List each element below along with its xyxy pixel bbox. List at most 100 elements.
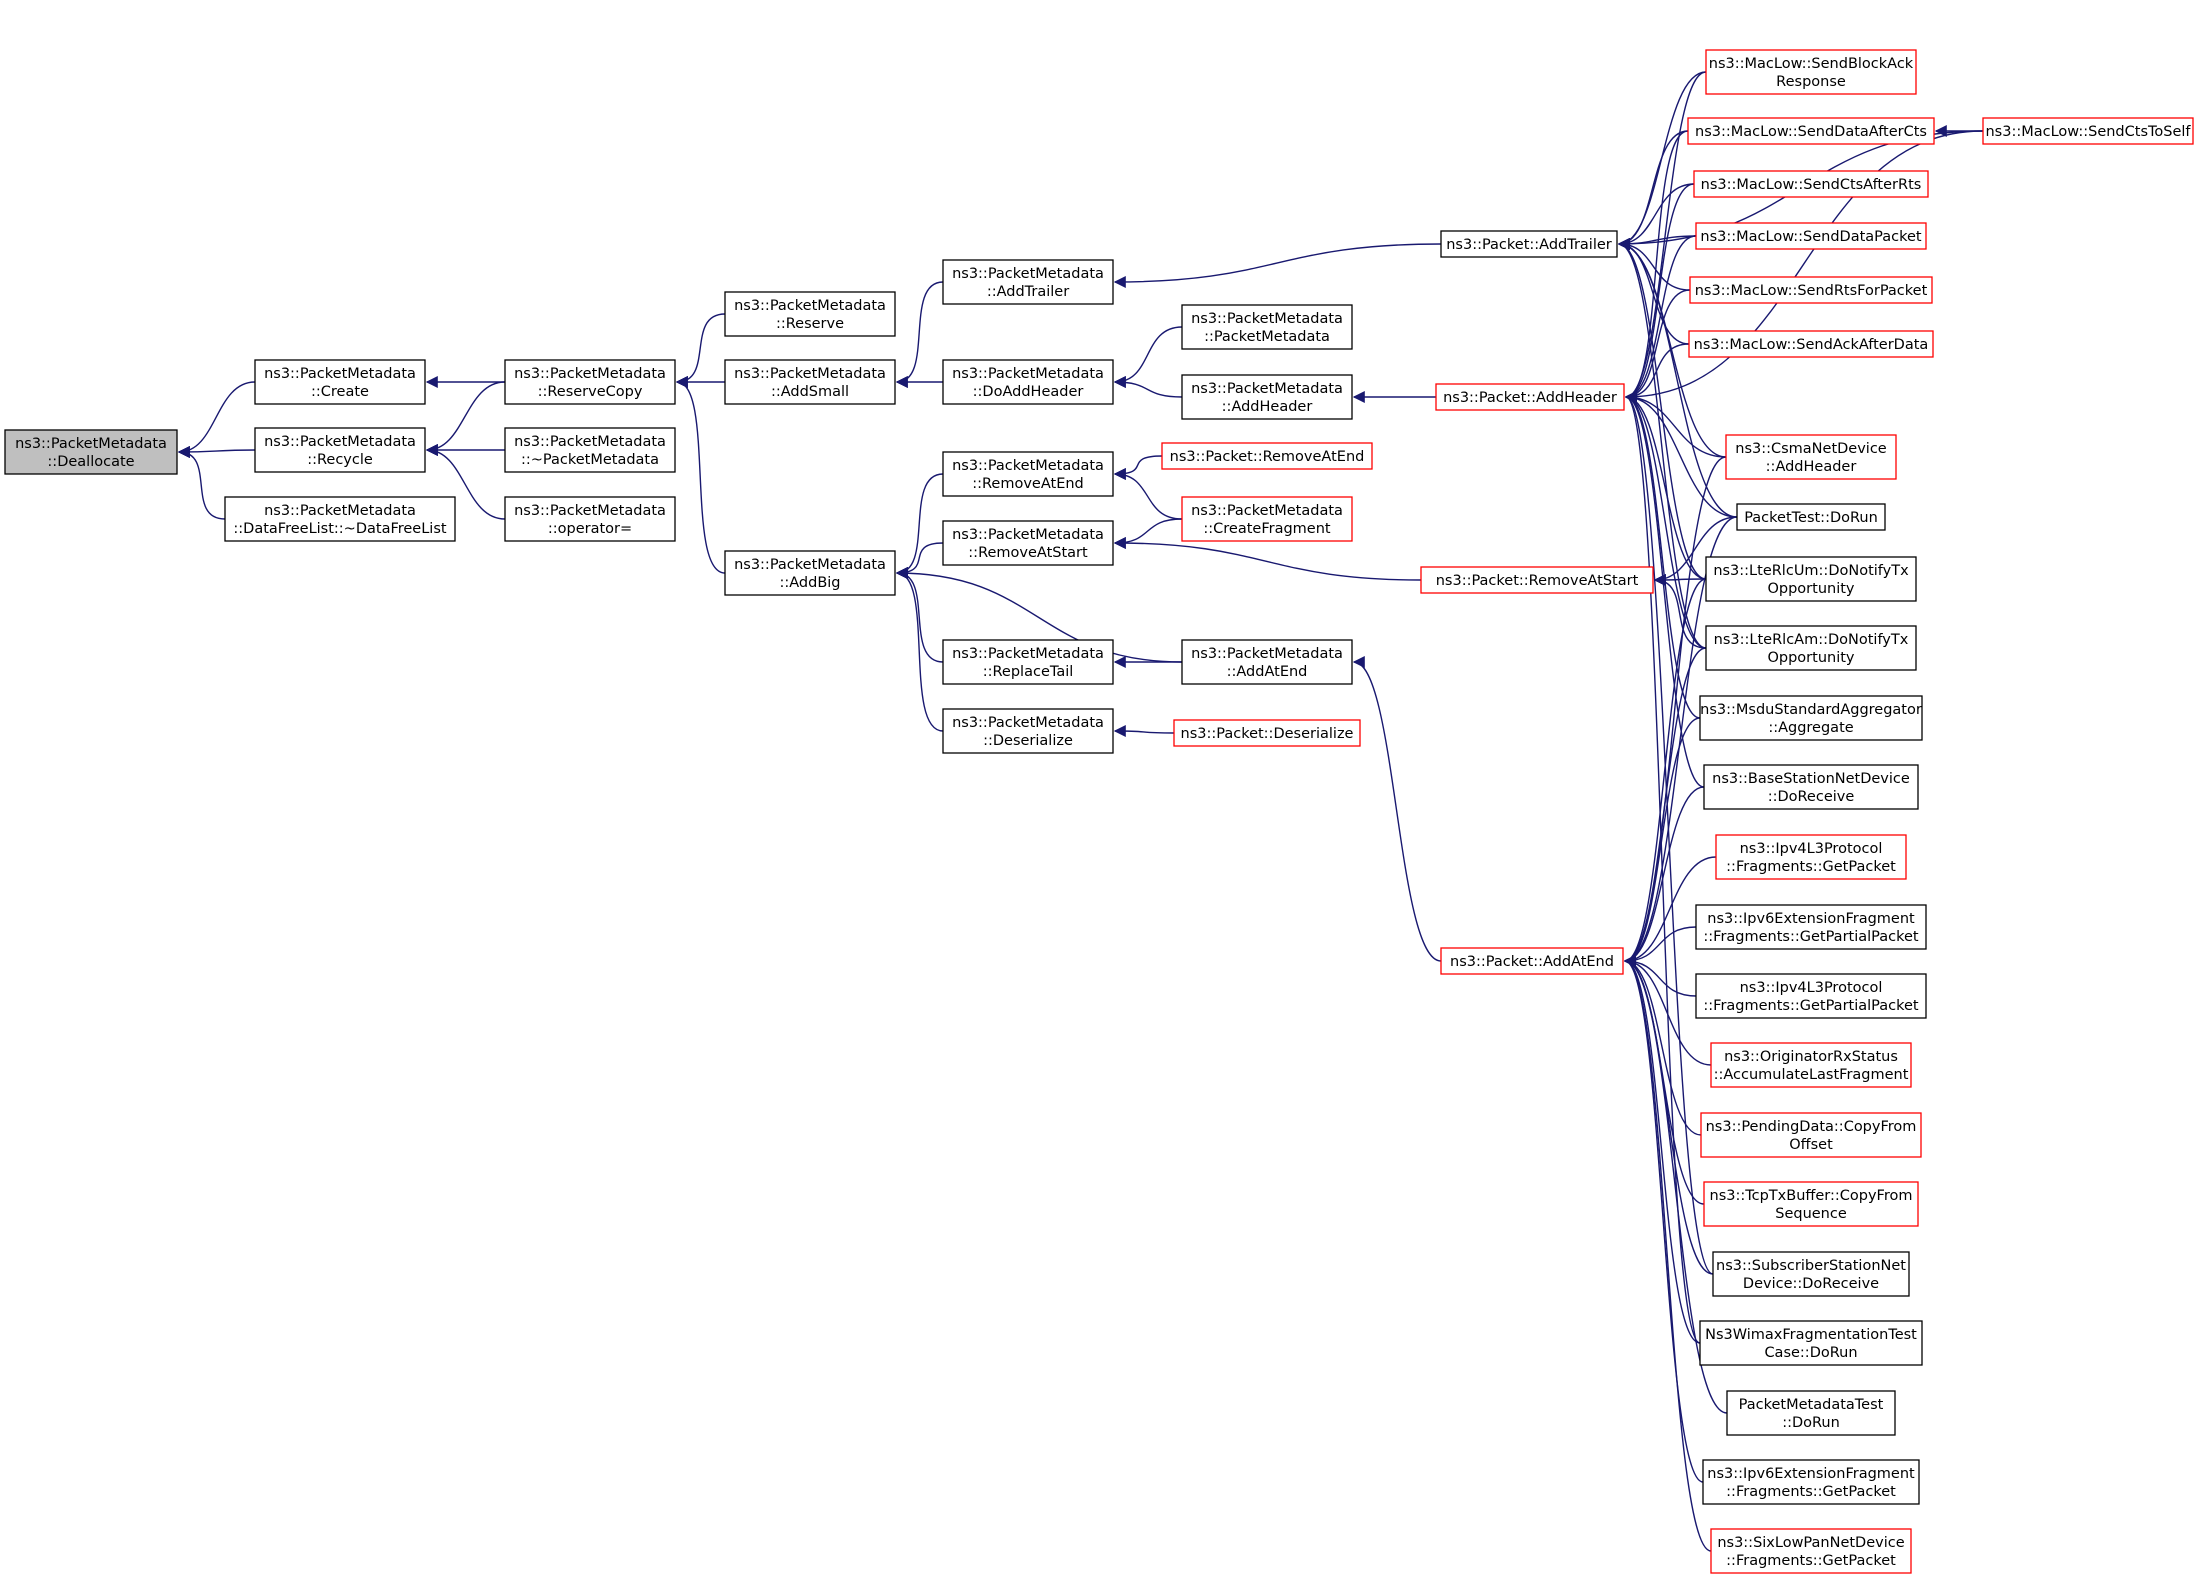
node-box[interactable]	[1710, 1528, 1912, 1574]
node-box[interactable]	[1725, 434, 1897, 480]
node-box[interactable]	[1712, 1251, 1910, 1297]
node-n17[interactable]: ns3::PacketMetadata::AddHeader	[1181, 374, 1353, 420]
node-n49[interactable]: ns3::SixLowPanNetDevice::Fragments::GetP…	[1710, 1528, 1912, 1574]
node-box[interactable]	[1726, 1390, 1896, 1436]
node-box[interactable]	[504, 427, 676, 473]
node-box[interactable]	[1161, 442, 1373, 470]
node-n48[interactable]: ns3::Ipv6ExtensionFragment::Fragments::G…	[1702, 1459, 1920, 1505]
node-box[interactable]	[942, 259, 1114, 305]
node-n14[interactable]: ns3::PacketMetadata::ReplaceTail	[942, 639, 1114, 685]
node-box[interactable]	[1699, 695, 1923, 741]
node-n25[interactable]: ns3::Packet::AddAtEnd	[1440, 947, 1624, 975]
node-n3[interactable]: ns3::PacketMetadata::DataFreeList::~Data…	[224, 496, 456, 542]
node-n18[interactable]: ns3::Packet::RemoveAtEnd	[1161, 442, 1373, 470]
node-n0[interactable]: ns3::PacketMetadata::Deallocate	[4, 429, 178, 475]
node-n2[interactable]: ns3::PacketMetadata::Recycle	[254, 427, 426, 473]
node-n21[interactable]: ns3::Packet::Deserialize	[1173, 719, 1361, 747]
node-box[interactable]	[254, 359, 426, 405]
node-n40[interactable]: ns3::Ipv6ExtensionFragment::Fragments::G…	[1695, 904, 1927, 950]
node-box[interactable]	[1181, 374, 1353, 420]
node-n45[interactable]: ns3::SubscriberStationNetDevice::DoRecei…	[1712, 1251, 1910, 1297]
node-n1[interactable]: ns3::PacketMetadata::Create	[254, 359, 426, 405]
node-n10[interactable]: ns3::PacketMetadata::AddTrailer	[942, 259, 1114, 305]
node-n38[interactable]: ns3::BaseStationNetDevice::DoReceive	[1703, 764, 1919, 810]
node-box[interactable]	[942, 708, 1114, 754]
node-box[interactable]	[1420, 566, 1654, 594]
node-box[interactable]	[1687, 117, 1935, 145]
node-n33[interactable]: ns3::CsmaNetDevice::AddHeader	[1725, 434, 1897, 480]
node-box[interactable]	[1695, 222, 1927, 250]
node-n20[interactable]: ns3::PacketMetadata::AddAtEnd	[1181, 639, 1353, 685]
node-n41[interactable]: ns3::Ipv4L3Protocol::Fragments::GetParti…	[1695, 973, 1927, 1019]
node-box[interactable]	[4, 429, 178, 475]
node-n9[interactable]: ns3::PacketMetadata::AddBig	[724, 550, 896, 596]
node-box[interactable]	[1703, 764, 1919, 810]
node-box[interactable]	[1181, 304, 1353, 350]
node-box[interactable]	[1705, 556, 1917, 602]
node-n23[interactable]: ns3::Packet::AddHeader	[1435, 383, 1625, 411]
node-n42[interactable]: ns3::OriginatorRxStatus::AccumulateLastF…	[1710, 1042, 1912, 1088]
node-n30[interactable]: ns3::MacLow::SendDataPacket	[1695, 222, 1927, 250]
node-box[interactable]	[942, 359, 1114, 405]
node-box[interactable]	[724, 359, 896, 405]
node-n37[interactable]: ns3::MsduStandardAggregator::Aggregate	[1699, 695, 1923, 741]
node-n7[interactable]: ns3::PacketMetadata::Reserve	[724, 291, 896, 337]
node-box[interactable]	[1181, 496, 1353, 542]
node-box[interactable]	[1982, 117, 2194, 145]
node-n34[interactable]: PacketTest::DoRun	[1736, 503, 1886, 531]
node-box[interactable]	[1705, 49, 1917, 95]
node-n29[interactable]: ns3::MacLow::SendCtsAfterRts	[1693, 170, 1929, 198]
node-n28[interactable]: ns3::MacLow::SendCtsToSelf	[1982, 117, 2194, 145]
node-box[interactable]	[942, 639, 1114, 685]
node-box[interactable]	[1702, 1459, 1920, 1505]
node-box[interactable]	[1700, 1112, 1922, 1158]
node-box[interactable]	[1695, 904, 1927, 950]
node-box[interactable]	[504, 359, 676, 405]
node-box[interactable]	[1699, 1320, 1923, 1366]
node-box[interactable]	[504, 496, 676, 542]
node-box[interactable]	[1181, 639, 1353, 685]
node-box[interactable]	[1689, 276, 1933, 304]
node-n5[interactable]: ns3::PacketMetadata::~PacketMetadata	[504, 427, 676, 473]
node-box[interactable]	[1440, 230, 1618, 258]
node-box[interactable]	[1695, 973, 1927, 1019]
node-box[interactable]	[1173, 719, 1361, 747]
node-box[interactable]	[1435, 383, 1625, 411]
node-box[interactable]	[1715, 834, 1907, 880]
node-n13[interactable]: ns3::PacketMetadata::RemoveAtStart	[942, 520, 1114, 566]
node-box[interactable]	[1703, 1181, 1919, 1227]
node-n12[interactable]: ns3::PacketMetadata::RemoveAtEnd	[942, 451, 1114, 497]
node-n31[interactable]: ns3::MacLow::SendRtsForPacket	[1689, 276, 1933, 304]
node-box[interactable]	[724, 550, 896, 596]
node-box[interactable]	[942, 451, 1114, 497]
node-box[interactable]	[1705, 625, 1917, 671]
node-n19[interactable]: ns3::PacketMetadata::CreateFragment	[1181, 496, 1353, 542]
node-box[interactable]	[1688, 330, 1934, 358]
node-n16[interactable]: ns3::PacketMetadata::PacketMetadata	[1181, 304, 1353, 350]
node-box[interactable]	[942, 520, 1114, 566]
node-n39[interactable]: ns3::Ipv4L3Protocol::Fragments::GetPacke…	[1715, 834, 1907, 880]
node-n8[interactable]: ns3::PacketMetadata::AddSmall	[724, 359, 896, 405]
node-n22[interactable]: ns3::Packet::AddTrailer	[1440, 230, 1618, 258]
node-n47[interactable]: PacketMetadataTest::DoRun	[1726, 1390, 1896, 1436]
node-n32[interactable]: ns3::MacLow::SendAckAfterData	[1688, 330, 1934, 358]
node-n11[interactable]: ns3::PacketMetadata::DoAddHeader	[942, 359, 1114, 405]
node-box[interactable]	[254, 427, 426, 473]
node-n4[interactable]: ns3::PacketMetadata::ReserveCopy	[504, 359, 676, 405]
node-box[interactable]	[1440, 947, 1624, 975]
node-box[interactable]	[1710, 1042, 1912, 1088]
node-box[interactable]	[1693, 170, 1929, 198]
node-box[interactable]	[1736, 503, 1886, 531]
node-n24[interactable]: ns3::Packet::RemoveAtStart	[1420, 566, 1654, 594]
node-n6[interactable]: ns3::PacketMetadata::operator=	[504, 496, 676, 542]
node-box[interactable]	[724, 291, 896, 337]
node-n15[interactable]: ns3::PacketMetadata::Deserialize	[942, 708, 1114, 754]
node-n27[interactable]: ns3::MacLow::SendDataAfterCts	[1687, 117, 1935, 145]
node-box[interactable]	[224, 496, 456, 542]
